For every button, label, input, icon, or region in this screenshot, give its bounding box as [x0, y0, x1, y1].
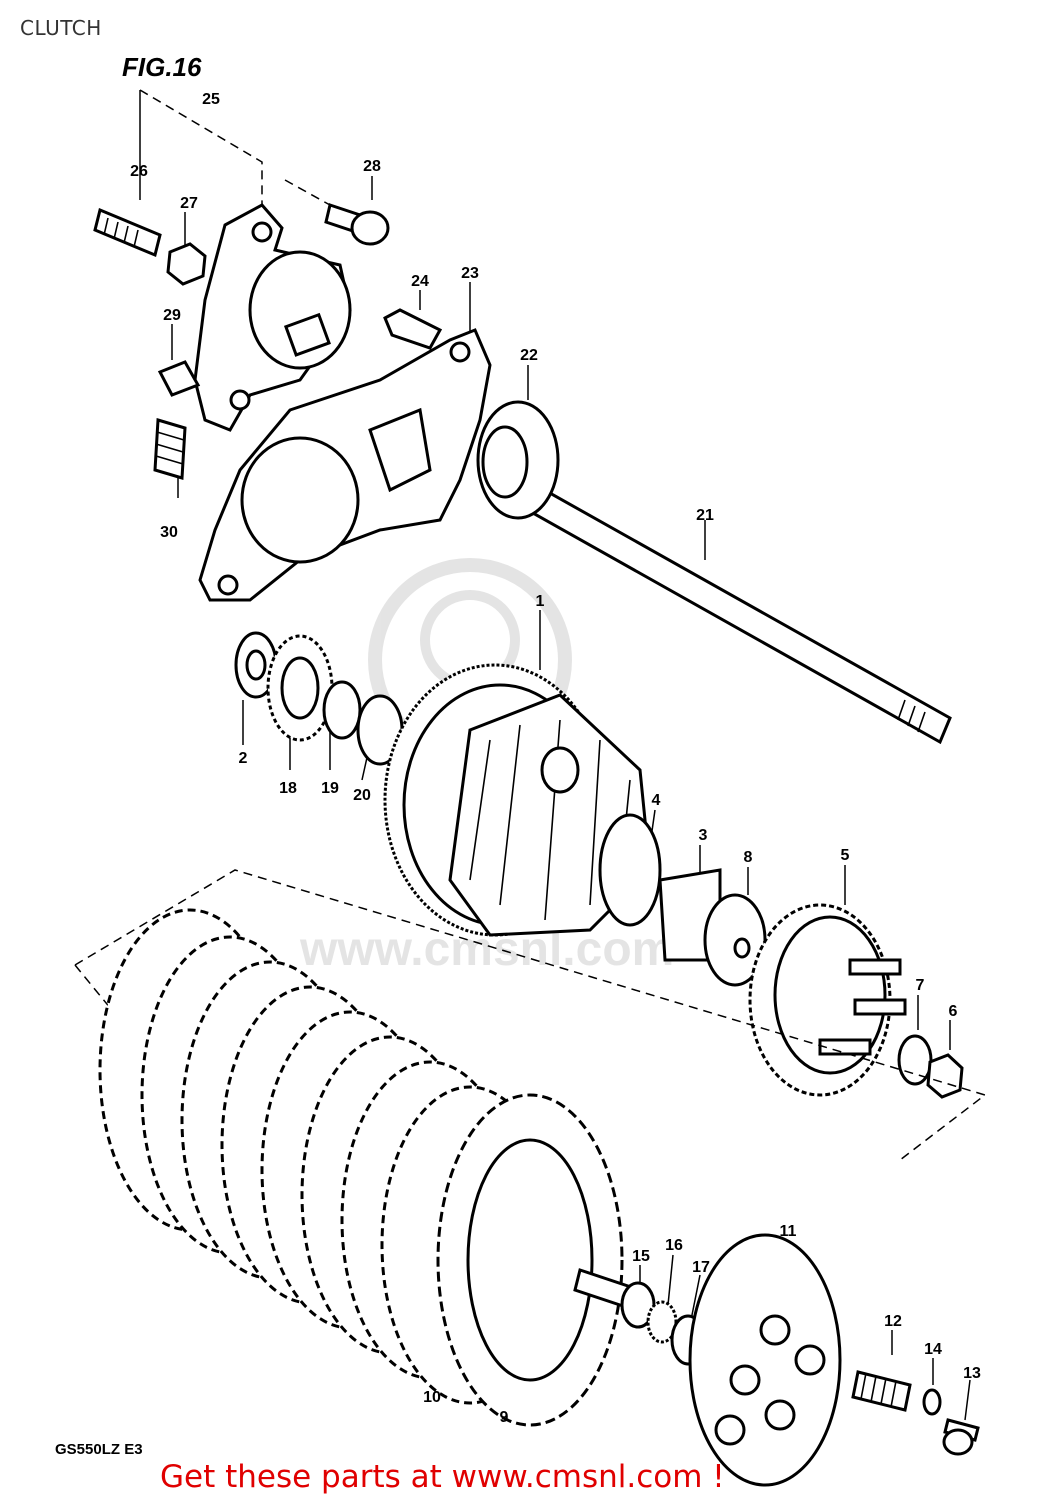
callout-7: 7 — [916, 977, 925, 994]
callout-3: 3 — [699, 827, 708, 844]
callout-29: 29 — [163, 307, 181, 324]
callout-14: 14 — [924, 1341, 942, 1358]
callout-4: 4 — [652, 792, 661, 809]
callout-18: 18 — [279, 780, 297, 797]
pressure-plate-group — [573, 1233, 980, 1487]
clutch-housing-group — [234, 631, 767, 987]
clutch-hub-group — [748, 865, 964, 1099]
callout-17: 17 — [692, 1259, 710, 1276]
release-cylinder-assembly — [93, 89, 390, 498]
callout-27: 27 — [180, 195, 198, 212]
callout-8: 8 — [744, 849, 753, 866]
pushrod-cover-group — [198, 282, 952, 745]
callout-15: 15 — [632, 1248, 650, 1265]
callout-25: 25 — [202, 91, 220, 108]
callout-1: 1 — [536, 593, 545, 610]
clutch-plates-group — [74, 869, 987, 1427]
promo-link[interactable]: Get these parts at www.cmsnl.com ! — [160, 1459, 725, 1495]
callout-23: 23 — [461, 265, 479, 282]
callout-30: 30 — [160, 524, 178, 541]
callout-13: 13 — [963, 1365, 981, 1382]
callout-21: 21 — [696, 507, 714, 524]
callout-9: 9 — [500, 1409, 509, 1426]
callout-28: 28 — [363, 158, 381, 175]
callout-2: 2 — [239, 750, 248, 767]
callout-12: 12 — [884, 1313, 902, 1330]
callout-16: 16 — [665, 1237, 683, 1254]
callout-10: 10 — [423, 1389, 441, 1406]
model-code: GS550LZ E3 — [55, 1441, 143, 1458]
callout-5: 5 — [841, 847, 850, 864]
callout-26: 26 — [130, 163, 148, 180]
callout-labels: 1 2 3 4 5 6 7 8 9 10 11 12 13 14 15 16 1… — [130, 91, 981, 1426]
callout-20: 20 — [353, 787, 371, 804]
callout-6: 6 — [949, 1003, 958, 1020]
callout-24: 24 — [411, 273, 429, 290]
callout-19: 19 — [321, 780, 339, 797]
figure-label: FIG.16 — [122, 52, 202, 82]
callout-11: 11 — [780, 1223, 797, 1240]
callout-22: 22 — [520, 347, 538, 364]
page-title: CLUTCH — [20, 16, 102, 40]
